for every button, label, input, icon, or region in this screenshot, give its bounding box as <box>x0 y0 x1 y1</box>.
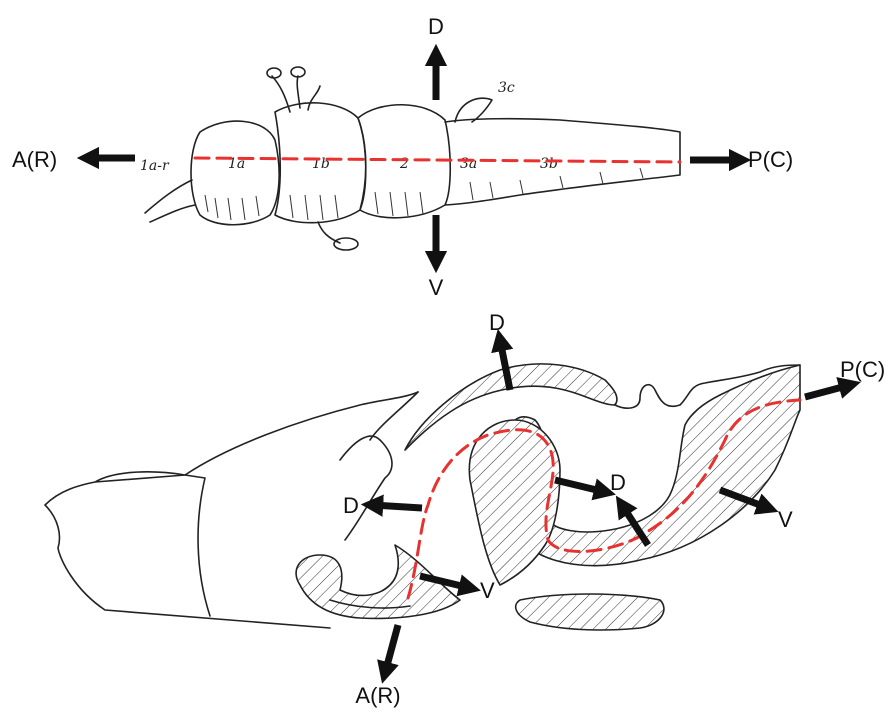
ventral-lower-lobe <box>516 594 664 630</box>
segment-label-3b: 3b <box>540 156 558 172</box>
bottom-posterior-label: P(C) <box>840 357 885 382</box>
segment-label-1a-r: 1a-r <box>140 158 170 174</box>
optic-stalk-upper <box>272 76 320 112</box>
optic-cup-left <box>267 68 281 78</box>
bottom-anterior-arrow <box>385 625 398 673</box>
bottom-ventral-left-label: V <box>480 578 495 603</box>
bottom-dorsal-left-label: D <box>343 493 359 518</box>
bottom-posterior-arrow <box>805 385 850 397</box>
vesicle-1a <box>191 121 279 225</box>
head-outline <box>45 392 418 628</box>
segment-label-3c: 3c <box>498 80 515 96</box>
bottom-dorsal-top-label: D <box>489 310 505 335</box>
top-dorsal-label: D <box>428 14 444 39</box>
segment-label-3a: 3a <box>460 156 477 172</box>
top-axis-line <box>195 158 680 162</box>
top-anterior-stalk <box>145 180 195 222</box>
bottom-ventral-right-label: V <box>778 507 793 532</box>
optic-cup-lower <box>334 238 358 250</box>
top-shading <box>205 168 643 220</box>
top-posterior-label: P(C) <box>748 147 793 172</box>
top-ventral-label: V <box>429 275 444 300</box>
bottom-dorsal-inner-label: D <box>610 470 626 495</box>
bottom-dorsal-inner-arrow-1 <box>555 480 605 492</box>
top-anterior-label: A(R) <box>12 147 57 172</box>
bottom-dorsal-left-arrow <box>372 505 422 508</box>
bottom-anterior-label: A(R) <box>355 683 400 708</box>
